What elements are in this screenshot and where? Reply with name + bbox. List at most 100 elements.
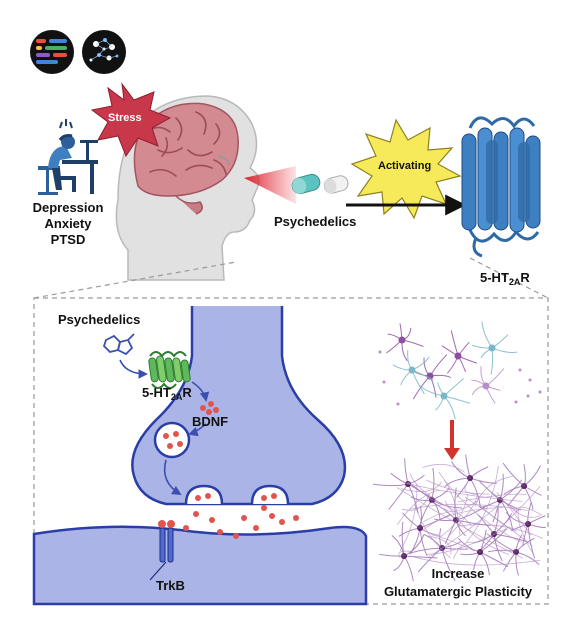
dendrite [372, 483, 409, 487]
trkb-label: TrkB [156, 578, 185, 593]
axon-fiber [444, 479, 522, 543]
dendrite [431, 487, 450, 501]
psychedelics-label: Psychedelics [274, 214, 357, 229]
neuron-soma [488, 344, 496, 352]
presynaptic-terminal [131, 306, 347, 506]
synapse-dot [528, 378, 532, 382]
inset-receptor-icon [148, 351, 191, 389]
neuron-soma [440, 392, 448, 400]
dendrite [469, 466, 489, 479]
axon-fiber [413, 556, 541, 566]
neuron-soma [491, 531, 497, 537]
dendrite [407, 481, 433, 501]
neuron-soma [521, 483, 527, 489]
dendrite [527, 523, 536, 559]
dendrite [502, 551, 517, 572]
axon-fiber [409, 473, 444, 506]
dendrite [443, 395, 471, 404]
increase-label: Increase [431, 566, 485, 581]
axon-fiber [438, 471, 461, 536]
vesicle [184, 484, 224, 505]
receptor-icon [461, 116, 541, 258]
bdnf-release [183, 505, 299, 539]
inset-psychedelics-label: Psychedelics [58, 312, 141, 327]
stress-label: Stress [108, 112, 142, 124]
axon-fiber [398, 550, 413, 558]
receptor-label-main: 5-HT [480, 270, 509, 285]
dendrite [485, 368, 505, 387]
neuron-network-after [372, 454, 546, 582]
inset-receptor-label-suffix: R [182, 385, 192, 400]
dendrite [499, 473, 504, 501]
neuron-soma [401, 553, 407, 559]
dendrite [443, 395, 456, 420]
condition-anxiety: Anxiety [44, 216, 92, 231]
axon-fiber [396, 489, 440, 526]
axon-fiber [422, 512, 449, 523]
synapse-dot [514, 400, 518, 404]
axon-fiber [426, 479, 490, 495]
axon-fiber [474, 476, 513, 507]
molecule-arrow [119, 359, 148, 379]
synapse-dot [378, 350, 382, 354]
axon-fiber [464, 484, 478, 496]
synapse-dot [526, 394, 530, 398]
dendrite [523, 464, 526, 487]
dendrite [469, 477, 498, 484]
bdnf-to-vesicle-arrow [188, 423, 207, 437]
conditions-list: Depression Anxiety PTSD [33, 200, 104, 248]
dendrite [403, 555, 438, 559]
axon-fiber [427, 535, 452, 555]
dendrite [481, 321, 493, 349]
condition-ptsd: PTSD [50, 232, 86, 247]
axon-fiber [405, 482, 523, 502]
dendrite [465, 454, 471, 479]
axon-fiber [399, 483, 418, 552]
axon-fiber [505, 486, 541, 523]
dendrite [491, 347, 518, 353]
dendrite [502, 462, 525, 487]
activating-burst-icon [350, 118, 462, 220]
axon-fiber [517, 509, 534, 555]
axon-fiber [464, 496, 533, 547]
axon-fiber [426, 497, 472, 526]
neuron-soma [513, 549, 519, 555]
pill-icon [291, 173, 349, 195]
dendrite [419, 527, 428, 557]
bdnf-label: BDNF [192, 414, 229, 429]
neuron-network-before [378, 321, 542, 420]
activating-label: Activating [378, 160, 432, 172]
bdnf-cluster [200, 401, 219, 415]
inset-receptor-label-sub: 2A [170, 392, 183, 402]
axon-fiber [457, 493, 527, 503]
neuron-soma [482, 382, 490, 390]
postsynaptic-membrane [32, 525, 368, 606]
dendrite [486, 533, 517, 553]
vesicle [250, 484, 290, 505]
zoom-connector [33, 257, 549, 299]
neuron-soma [417, 525, 423, 531]
dendrite [523, 485, 534, 510]
vesicle [153, 421, 191, 459]
stress-burst-icon [90, 82, 172, 158]
inset-receptor-label: 5-HT2AR [142, 385, 192, 402]
axon-fiber [431, 534, 475, 552]
plasticity-arrowhead [444, 448, 460, 460]
neuron-soma [398, 336, 406, 344]
stressed-person-icon [38, 119, 98, 195]
axon-fiber [509, 506, 541, 518]
dendrite [443, 378, 465, 397]
inset-box [33, 297, 549, 605]
axon-fiber [426, 526, 510, 555]
dendrite [390, 472, 409, 485]
dendrite [388, 483, 409, 510]
axon-fiber [478, 504, 518, 532]
dendrite [429, 354, 448, 377]
trkb-receptor-icon [149, 520, 175, 581]
dendrite [401, 521, 405, 557]
axon-fiber [422, 463, 465, 473]
neuron-soma [454, 352, 462, 360]
synapse-dot [518, 368, 522, 372]
